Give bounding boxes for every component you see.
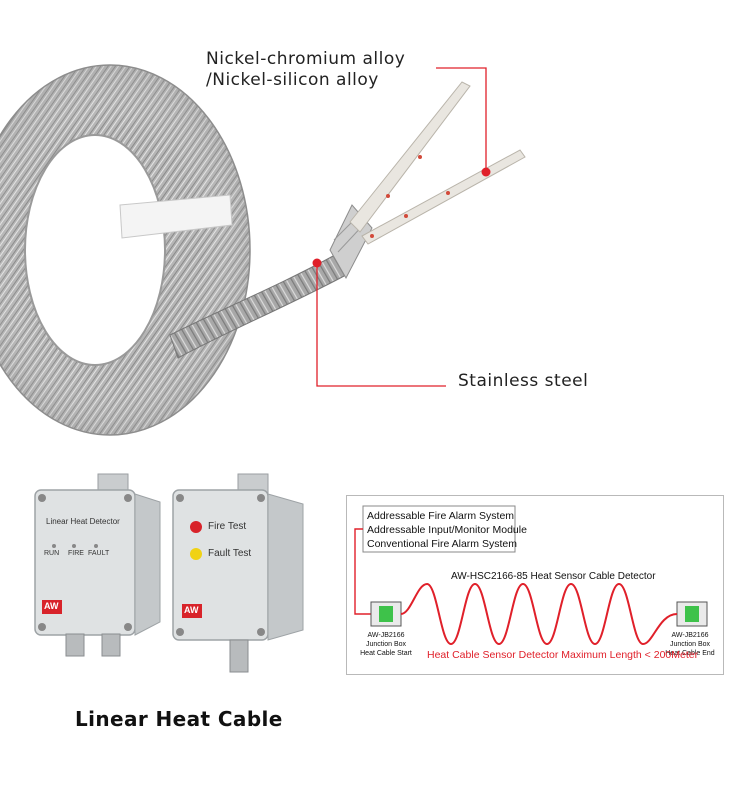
products-title: Linear Heat Cable (75, 707, 283, 731)
end-box-model: AW-JB2166 (671, 632, 709, 639)
junction-box-start-label: AW-JB2166 Junction Box Heat Cable Start (351, 631, 421, 658)
fire-test-button[interactable]: Fire Test (208, 521, 247, 532)
alloy-label-line2: /Nickel-silicon alloy (206, 70, 379, 90)
fault-test-button[interactable]: Fault Test (208, 548, 252, 559)
led-run-label: RUN (44, 550, 60, 557)
alloy-label-line1: Nickel-chromium alloy (206, 49, 406, 69)
start-box-type: Junction Box (365, 641, 407, 648)
cable-coil (0, 64, 251, 436)
test-detector-unit: Fire Test Fault Test AW (168, 472, 313, 682)
led-fire-label: FIRE (68, 550, 84, 557)
max-length-note: Heat Cable Sensor Detector Maximum Lengt… (427, 649, 699, 661)
end-box-position: Heat Cable End (665, 650, 715, 657)
system-line-1: Addressable Fire Alarm System (367, 510, 515, 522)
led-fault-label: FAULT (88, 550, 110, 557)
wiring-diagram: Addressable Fire Alarm System Addressabl… (346, 495, 724, 675)
diagram-title: AW-HSC2166-85 Heat Sensor Cable Detector (451, 571, 656, 582)
stainless-steel-label: Stainless steel (458, 371, 589, 391)
start-box-position: Heat Cable Start (360, 650, 412, 657)
detector-body (34, 473, 161, 657)
aw-logo: AW (44, 601, 59, 611)
linear-heat-detector-unit: Linear Heat Detector RUN FIRE FAULT AW (30, 472, 170, 672)
system-line-3: Conventional Fire Alarm System (367, 538, 517, 550)
aw-logo-2: AW (184, 605, 199, 615)
callout-lines (312, 67, 491, 387)
junction-box-end-label: AW-JB2166 Junction Box Heat Cable End (655, 631, 725, 658)
cable-lead (169, 81, 526, 359)
detector-body-2 (172, 473, 304, 673)
start-box-model: AW-JB2166 (367, 632, 405, 639)
end-box-type: Junction Box (669, 641, 711, 648)
system-line-2: Addressable Input/Monitor Module (367, 524, 527, 536)
detector-label: Linear Heat Detector (46, 517, 120, 526)
heat-cable-photo (0, 64, 526, 436)
diagram-lines (354, 505, 708, 646)
